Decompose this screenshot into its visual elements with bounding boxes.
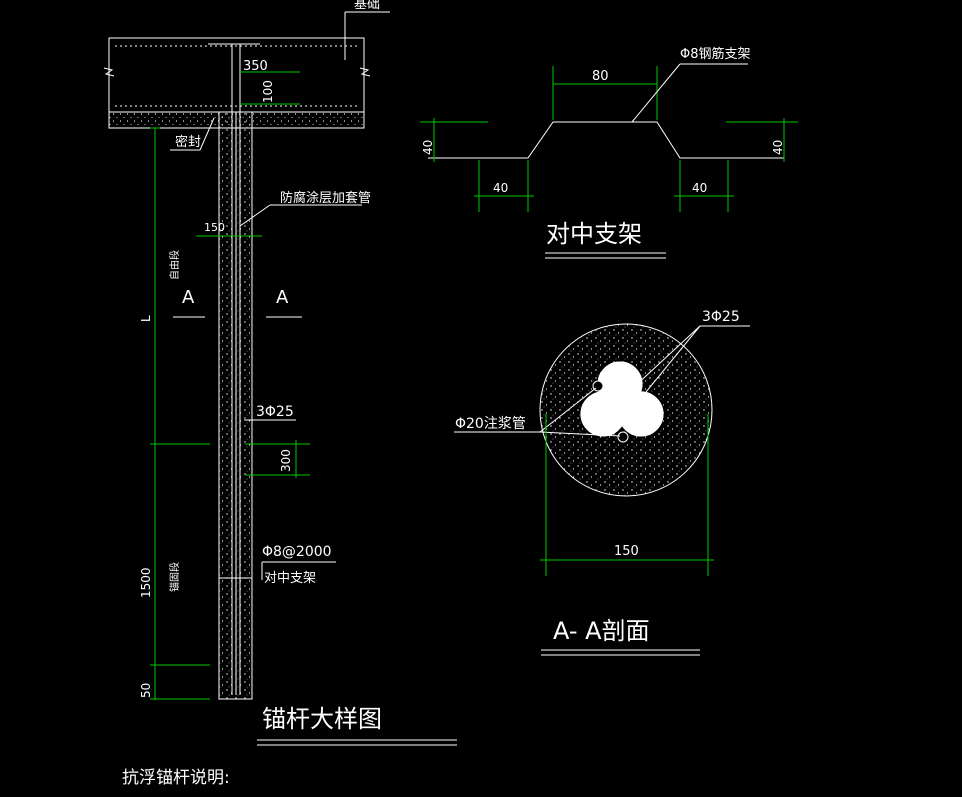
free-segment-label: 自由段 <box>168 250 181 280</box>
stirrup-label: Φ8@2000 <box>262 544 332 560</box>
bracket-dim-left-w: 40 <box>493 181 508 195</box>
section-grout-label: Φ20注浆管 <box>455 416 526 432</box>
bracket-dim-top: 80 <box>592 69 609 84</box>
bar-label: 3Φ25 <box>256 404 294 420</box>
anchor-segment-label: 锚固段 <box>168 562 181 592</box>
section-bar-label: 3Φ25 <box>702 309 740 325</box>
bracket-dim-right-h: 40 <box>771 140 785 155</box>
dim-300: 300 <box>279 449 293 472</box>
section-mark-left: A <box>182 287 195 308</box>
casing-label: 防腐涂层加套管 <box>280 190 371 206</box>
grout-pipe-bottom <box>617 431 629 443</box>
bracket-bar-label: Φ8钢筋支架 <box>680 46 751 62</box>
dim-150: 150 <box>204 221 225 234</box>
dim-L: L <box>139 315 153 322</box>
section-title: A- A剖面 <box>553 617 650 645</box>
section-aa: 3Φ25 Φ20注浆管 150 A- A剖面 <box>454 309 750 656</box>
anchor-detail: 基础 350 100 密封 防腐涂层加套管 150 L <box>103 0 457 746</box>
notes-heading: 抗浮锚杆说明: <box>122 768 230 788</box>
foundation-label: 基础 <box>354 0 380 12</box>
section-diameter: 150 <box>614 544 639 559</box>
section-mark-right: A <box>276 287 289 308</box>
dim-1500: 1500 <box>139 567 153 598</box>
bracket-dim-left-h: 40 <box>421 140 435 155</box>
seal-label: 密封 <box>175 134 201 150</box>
centering-bracket: 80 Φ8钢筋支架 40 40 40 40 对中支架 <box>420 46 798 259</box>
bracket-title: 对中支架 <box>546 220 642 248</box>
centering-label: 对中支架 <box>264 571 316 586</box>
anchor-detail-title: 锚杆大样图 <box>262 705 382 733</box>
dim-50: 50 <box>139 683 153 698</box>
bracket-dim-right-w: 40 <box>692 181 707 195</box>
dim-100: 100 <box>261 80 275 103</box>
dim-350: 350 <box>243 59 268 74</box>
